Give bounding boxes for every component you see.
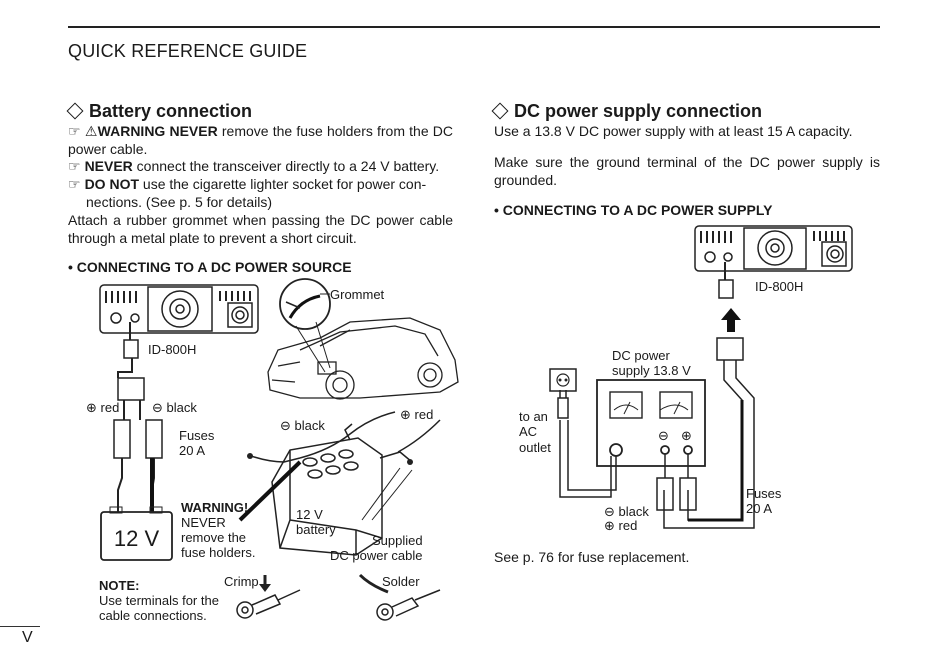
dc-supply-para-1: Use a 13.8 V DC power supply with at lea… [494, 123, 853, 139]
supplied-label-2: DC power cable [330, 548, 423, 563]
battery-bullet-3: ☞DO NOT use the cigarette lighter socket… [68, 175, 458, 193]
dc-power-supply [596, 379, 706, 467]
fuse-replacement-note: See p. 76 for fuse replacement. [494, 549, 690, 565]
model-label-right: ID-800H [755, 279, 804, 294]
dc-supply-subheading: • CONNECTING TO A DC POWER SUPPLY [494, 202, 773, 218]
solder-label: Solder [382, 574, 420, 589]
bullet-3-text-line2: nections. (See p. 5 for details) [86, 194, 272, 210]
outlet-label-3: outlet [519, 440, 551, 455]
car-battery [271, 437, 383, 556]
diamond-icon [66, 102, 84, 120]
note-title: NOTE: [99, 578, 140, 593]
dc-supply-section-title: DC power supply connection [491, 101, 762, 122]
battery-section-title: Battery connection [66, 101, 252, 122]
black-label: ⊖ black [152, 400, 197, 415]
battery-label-2: battery [296, 522, 336, 537]
battery-paragraph: Attach a rubber grommet when passing the… [68, 212, 453, 246]
fuse-rating-right: 20 A [746, 501, 773, 516]
diamond-icon [491, 102, 509, 120]
page-number-rule [0, 626, 40, 627]
fuses-label-left: Fuses [179, 428, 215, 443]
red-label-2: ⊕ red [400, 407, 434, 422]
battery-bullet-1: ☞⚠WARNING NEVER remove the fuse holders … [68, 122, 453, 158]
note-line-1: Use terminals for the [99, 593, 219, 608]
bullet-1-bold: WARNING NEVER [97, 123, 218, 139]
page-number: V [22, 629, 33, 646]
supplied-label-1: Supplied [372, 533, 423, 548]
psu-label-2: supply 13.8 V [612, 363, 691, 378]
bullet-1-text: remove the fuse holders from the DC powe… [68, 123, 454, 157]
battery-title-text: Battery connection [89, 101, 253, 121]
psu-minus-label: ⊖ [658, 428, 669, 443]
battery-display-text: 12 V [113, 526, 160, 551]
pointing-hand-icon: ☞ [68, 123, 81, 139]
warning-line-3: fuse holders. [181, 545, 256, 560]
bullet-3-text-line1: use the cigarette lighter socket for pow… [139, 176, 427, 192]
red-label-right: ⊕ red [604, 518, 638, 533]
page-header: QUICK REFERENCE GUIDE [68, 41, 308, 61]
warning-line-1: NEVER [181, 515, 226, 530]
car-illustration [267, 317, 459, 400]
dc-supply-title-text: DC power supply connection [514, 101, 763, 121]
bullet-2-bold: NEVER [84, 158, 133, 174]
arrow-up-icon [721, 308, 741, 332]
black-label-right: ⊖ black [604, 504, 649, 519]
pointing-hand-icon: ☞ [68, 158, 81, 174]
psu-label-1: DC power [612, 348, 670, 363]
model-label-left: ID-800H [148, 342, 197, 357]
ac-outlet [549, 368, 577, 392]
grommet-callout [279, 278, 331, 330]
grommet-label: Grommet [330, 287, 385, 302]
dc-supply-para-2: Make sure the ground terminal of the DC … [494, 154, 880, 188]
radio-unit-left [99, 284, 259, 334]
outlet-label-1: to an [519, 409, 548, 424]
fuse-rating-left: 20 A [179, 443, 206, 458]
warning-title: WARNING! [181, 500, 249, 515]
warning-triangle-icon: ⚠ [84, 123, 98, 139]
pointing-hand-icon: ☞ [68, 176, 81, 192]
note-line-2: cable connections. [99, 608, 207, 623]
radio-unit-right [694, 225, 853, 272]
battery-label-1: 12 V [296, 507, 323, 522]
crimp-label: Crimp [224, 574, 259, 589]
fuses-label-right: Fuses [746, 486, 782, 501]
red-label: ⊕ red [86, 400, 120, 415]
bullet-3-bold: DO NOT [84, 176, 140, 192]
outlet-label-2: AC [519, 424, 538, 439]
warning-line-2: remove the [181, 530, 247, 545]
black-label-2: ⊖ black [280, 418, 325, 433]
psu-plus-label: ⊕ [681, 428, 692, 443]
top-rule [68, 26, 880, 28]
dc-source-subheading: • CONNECTING TO A DC POWER SOURCE [68, 259, 352, 275]
battery-bullet-2: ☞NEVER connect the transceiver directly … [68, 157, 458, 175]
bullet-2-text: connect the transceiver directly to a 24… [132, 158, 440, 174]
